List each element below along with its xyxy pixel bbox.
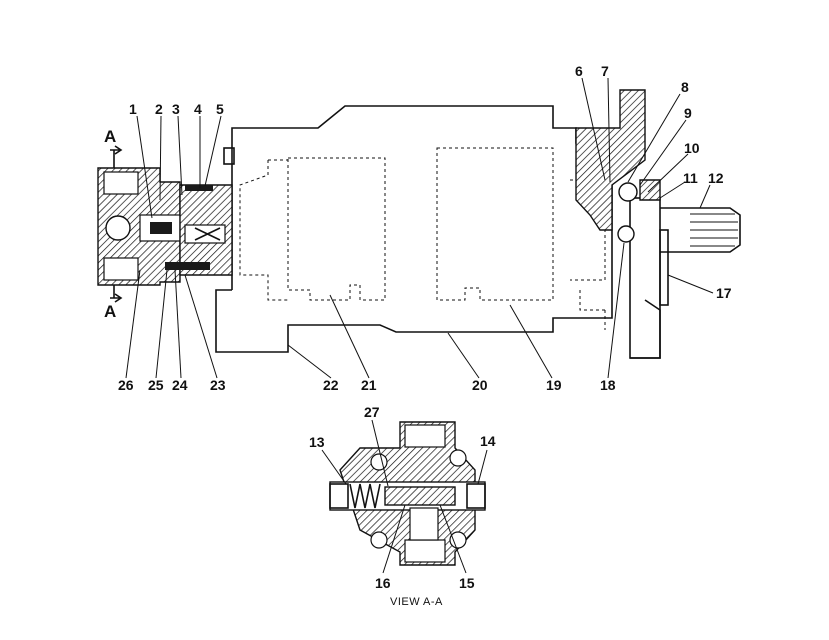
callout-7: 7 xyxy=(601,63,609,79)
callout-14: 14 xyxy=(480,433,496,449)
spring xyxy=(349,483,381,509)
view-caption: VIEW A-A xyxy=(390,596,443,608)
mounting-bolt xyxy=(223,147,235,165)
callout-2: 2 xyxy=(155,101,163,117)
callout-19: 19 xyxy=(546,377,562,393)
callout-9: 9 xyxy=(684,105,692,121)
callout-12: 12 xyxy=(708,170,724,186)
spool xyxy=(384,486,456,506)
cavity-front xyxy=(239,159,288,301)
callout-22: 22 xyxy=(323,377,339,393)
callout-4: 4 xyxy=(194,101,202,117)
valve-bore-bottom xyxy=(103,257,139,281)
section-view-a-a xyxy=(329,421,486,566)
callout-25: 25 xyxy=(148,377,164,393)
callout-15: 15 xyxy=(459,575,475,591)
callout-17: 17 xyxy=(716,285,732,301)
callout-26: 26 xyxy=(118,377,134,393)
output-shaft xyxy=(660,207,741,253)
callout-18: 18 xyxy=(600,377,616,393)
callout-5: 5 xyxy=(216,101,224,117)
valve-bore-top xyxy=(103,171,139,195)
callouts: 1 2 3 4 5 6 7 8 9 10 11 12 17 18 19 20 2… xyxy=(118,63,732,591)
callout-24: 24 xyxy=(172,377,188,393)
callout-27: 27 xyxy=(364,404,380,420)
section-markers: A A xyxy=(104,127,123,321)
flange-boss xyxy=(629,197,661,359)
leader-lines xyxy=(125,77,714,574)
callout-23: 23 xyxy=(210,377,226,393)
callout-8: 8 xyxy=(681,79,689,95)
callout-13: 13 xyxy=(309,434,325,450)
housing-outline xyxy=(215,105,613,353)
callout-3: 3 xyxy=(172,101,180,117)
callout-11: 11 xyxy=(683,170,698,186)
callout-6: 6 xyxy=(575,63,583,79)
cavity-right xyxy=(436,147,554,301)
cavity-left xyxy=(287,157,386,301)
mounting-flange xyxy=(575,89,646,231)
section-marker-bottom: A xyxy=(104,302,116,321)
section-marker-top: A xyxy=(104,127,116,146)
callout-1: 1 xyxy=(129,101,137,117)
valve-port xyxy=(105,215,131,241)
main-assembly xyxy=(97,89,741,359)
seal-ring xyxy=(617,225,635,243)
callout-10: 10 xyxy=(684,140,700,156)
callout-21: 21 xyxy=(361,377,377,393)
callout-20: 20 xyxy=(472,377,488,393)
callout-16: 16 xyxy=(375,575,391,591)
bearing xyxy=(618,182,638,202)
